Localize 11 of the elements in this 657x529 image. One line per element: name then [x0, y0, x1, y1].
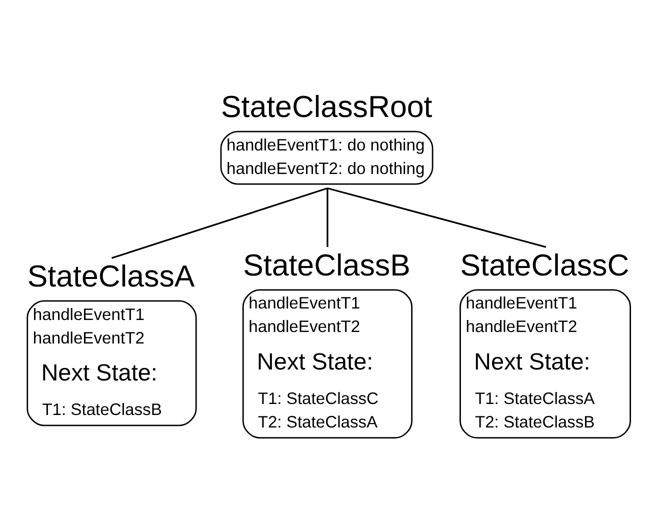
node-box: handleEventT1 handleEventT2 Next State: T1: StateClassA T2: StateClassB	[460, 288, 632, 438]
connector	[111, 186, 328, 258]
node-label: StateClassRoot	[220, 90, 432, 124]
connector	[327, 186, 546, 248]
node-box: handleEventT1 handleEventT2 Next State: T1: StateClassC T2: StateClassA	[242, 288, 413, 438]
node-label: StateClassC	[460, 248, 630, 282]
node-box: handleEventT1 handleEventT2 Next State: T1: StateClassB	[26, 300, 197, 426]
connector	[326, 188, 328, 247]
node-label: StateClassA	[27, 259, 195, 294]
node-box: handleEventT1: do nothing handleEventT2: do nothing	[220, 130, 434, 184]
node-label: StateClassB	[243, 248, 410, 282]
